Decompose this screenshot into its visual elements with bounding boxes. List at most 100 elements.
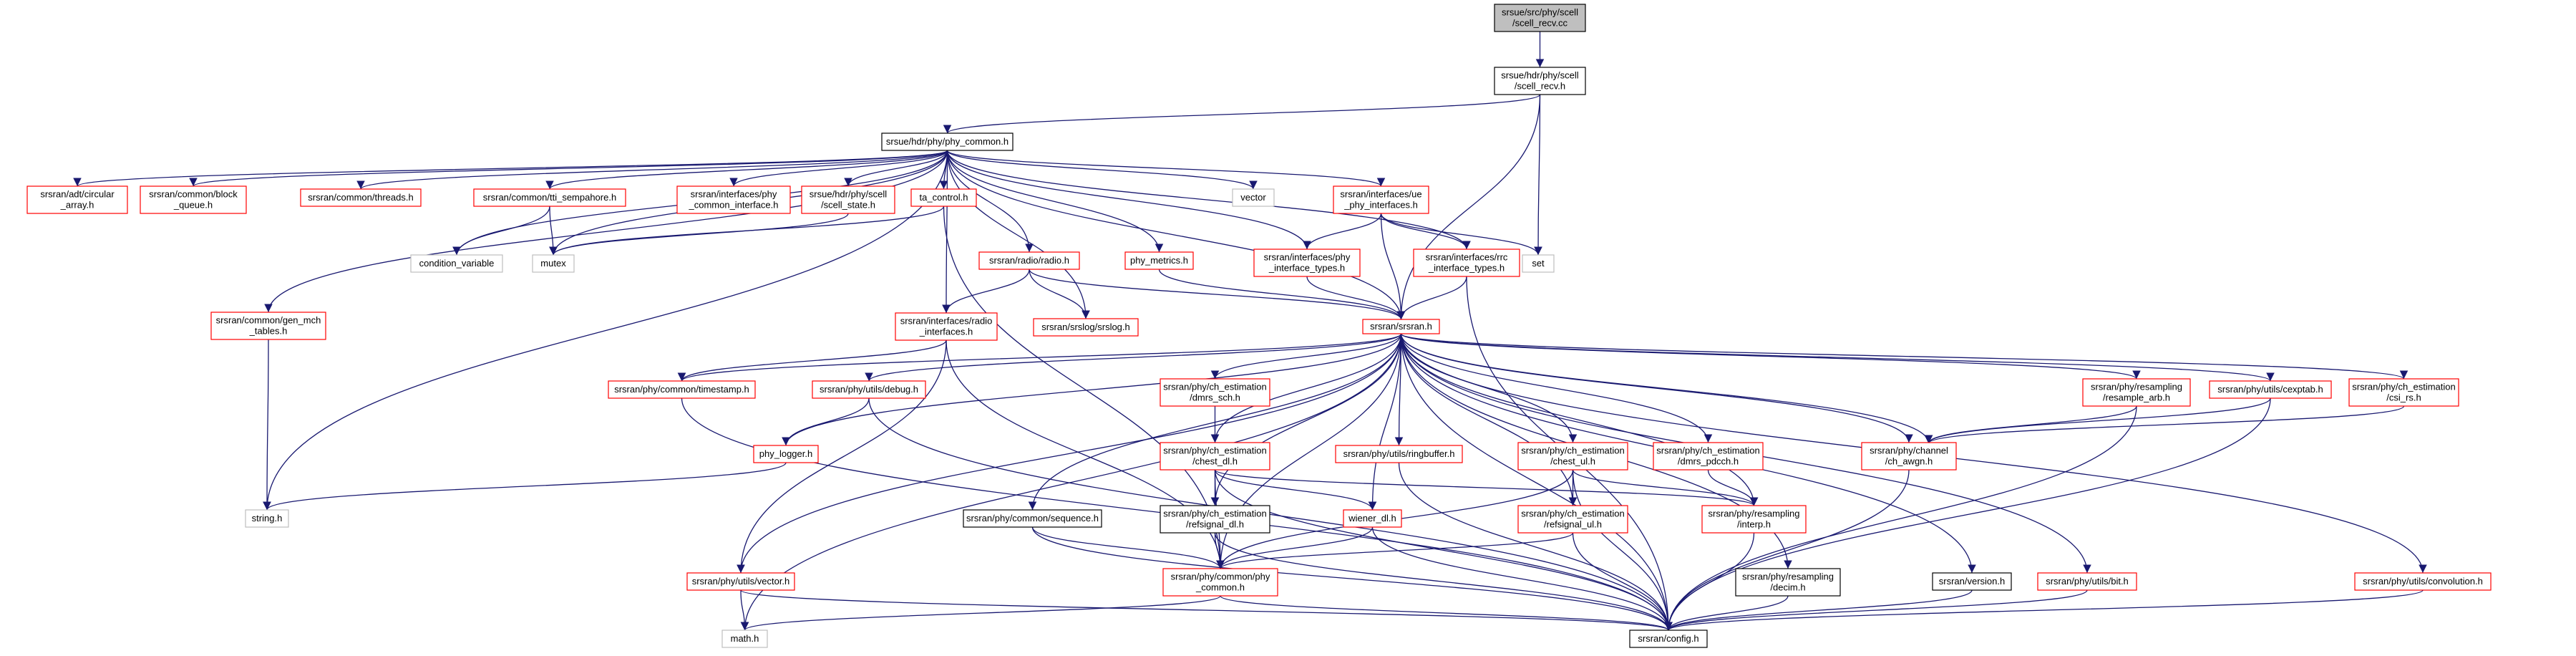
node-dmrs_pdcch[interactable]: srsran/phy/ch_estimation/dmrs_pdcch.h xyxy=(1653,442,1764,471)
node-rrc_interface_types[interactable]: srsran/interfaces/rrc_interface_types.h xyxy=(1413,249,1520,277)
node-label-config_h-line-0: srsran/config.h xyxy=(1638,633,1698,644)
node-label-decim_h-line-1: /decim.h xyxy=(1770,582,1805,593)
node-box-rrc_interface_types xyxy=(1413,249,1520,277)
node-scell_state[interactable]: srsue/hdr/phy/scell/scell_state.h xyxy=(801,185,895,214)
edge-radio_h-to-radio_interfaces xyxy=(942,269,1030,314)
node-label-circular_array-line-1: _array.h xyxy=(60,200,94,211)
node-cexptab[interactable]: srsran/phy/utils/cexptab.h xyxy=(2209,380,2332,399)
node-debug_h[interactable]: srsran/phy/utils/debug.h xyxy=(812,380,926,399)
node-box-chest_dl xyxy=(1160,442,1270,471)
node-phy_logger[interactable]: phy_logger.h xyxy=(753,445,819,463)
edge-srsran_h-to-debug_h xyxy=(865,333,1402,382)
node-label-phy_interface_types-line-0: srsran/interfaces/phy xyxy=(1264,252,1351,263)
node-chest_dl[interactable]: srsran/phy/ch_estimation/chest_dl.h xyxy=(1160,442,1270,471)
node-tti_sempahore[interactable]: srsran/common/tti_sempahore.h xyxy=(473,188,626,207)
node-label-vector_h-line-0: srsran/phy/utils/vector.h xyxy=(692,576,790,587)
node-ta_control[interactable]: ta_control.h xyxy=(910,188,977,207)
node-box-radio_h xyxy=(978,251,1080,270)
node-scell_recv_h[interactable]: srsue/hdr/phy/scell/scell_recv.h xyxy=(1494,67,1586,95)
edge-phy_metrics-to-srsran_h xyxy=(1158,269,1406,320)
node-phy_common_phy[interactable]: srsran/phy/common/phy_common.h xyxy=(1162,568,1278,597)
edge-srsran_h-to-interp_h xyxy=(1400,333,1759,506)
node-srslog[interactable]: srsran/srslog/srslog.h xyxy=(1033,318,1139,337)
node-bit_h[interactable]: srsran/phy/utils/bit.h xyxy=(2037,572,2137,591)
node-chest_ul[interactable]: srsran/phy/ch_estimation/chest_ul.h xyxy=(1517,442,1628,471)
node-label-refsignal_dl-line-0: srsran/phy/ch_estimation xyxy=(1163,508,1267,519)
node-box-bit_h xyxy=(2037,572,2137,591)
node-sequence_h[interactable]: srsran/phy/common/sequence.h xyxy=(963,509,1102,528)
node-radio_interfaces[interactable]: srsran/interfaces/radio_interfaces.h xyxy=(895,312,998,341)
node-box-ue_phy_interfaces xyxy=(1333,185,1429,214)
node-box-phy_logger xyxy=(753,445,819,463)
node-label-chest_ul-line-1: /chest_ul.h xyxy=(1550,456,1595,467)
edge-phy_common_h-to-radio_interfaces xyxy=(942,150,951,314)
node-phy_common_h[interactable]: srsue/hdr/phy/phy_common.h xyxy=(881,132,1014,151)
edge-refsignal_ul-to-phy_common_phy xyxy=(1216,532,1574,569)
edge-phy_common_h-to-srsran_h xyxy=(946,150,1406,320)
node-phy_interface_types[interactable]: srsran/interfaces/phy_interface_types.h xyxy=(1253,249,1361,277)
node-box-math_h xyxy=(721,630,768,648)
node-label-condition_variable-line-0: condition_variable xyxy=(419,258,495,269)
node-circular_array[interactable]: srsran/adt/circular_array.h xyxy=(26,185,128,214)
edge-srsran_h-to-cexptab xyxy=(1400,333,2275,382)
node-version_h[interactable]: srsran/version.h xyxy=(1932,572,2012,591)
node-box-scell_state xyxy=(801,185,895,214)
node-phy_metrics[interactable]: phy_metrics.h xyxy=(1124,251,1194,270)
edge-srsran_h-to-resample_arb xyxy=(1400,333,2141,380)
node-label-debug_h-line-0: srsran/phy/utils/debug.h xyxy=(820,384,918,395)
edge-srsran_h-to-vector_h xyxy=(737,333,1402,574)
node-dmrs_sch[interactable]: srsran/phy/ch_estimation/dmrs_sch.h xyxy=(1160,378,1270,407)
node-label-block_queue-line-1: _queue.h xyxy=(173,200,213,211)
node-layer: srsue/src/phy/scell/scell_recv.cc srsue/h… xyxy=(26,4,2492,648)
node-ue_phy_interfaces[interactable]: srsran/interfaces/ue_phy_interfaces.h xyxy=(1333,185,1429,214)
node-convolution[interactable]: srsran/phy/utils/convolution.h xyxy=(2354,572,2492,591)
edge-debug_h-to-phy_logger xyxy=(782,397,870,446)
node-label-timestamp-line-0: srsran/phy/common/timestamp.h xyxy=(614,384,749,395)
node-interp_h[interactable]: srsran/phy/resampling/interp.h xyxy=(1701,505,1807,534)
edge-phy_common_h-to-radio_h xyxy=(946,150,1034,253)
node-refsignal_ul[interactable]: srsran/phy/ch_estimation/refsignal_ul.h xyxy=(1517,505,1628,534)
node-box-root xyxy=(1494,4,1586,32)
node-string_h: string.h xyxy=(245,509,289,528)
edge-phy_common_h-to-scell_state xyxy=(844,150,948,187)
node-vector_h[interactable]: srsran/phy/utils/vector.h xyxy=(686,572,795,591)
node-root[interactable]: srsue/src/phy/scell/scell_recv.cc xyxy=(1494,4,1586,32)
node-refsignal_dl[interactable]: srsran/phy/ch_estimation/refsignal_dl.h xyxy=(1160,505,1270,534)
node-ringbuffer[interactable]: srsran/phy/utils/ringbuffer.h xyxy=(1335,445,1463,463)
node-label-refsignal_dl-line-1: /refsignal_dl.h xyxy=(1186,519,1244,530)
node-phy_common_interface[interactable]: srsran/interfaces/phy_common_interface.h xyxy=(676,185,791,214)
edge-ch_awgn-to-config_h xyxy=(1664,469,1910,631)
node-radio_h[interactable]: srsran/radio/radio.h xyxy=(978,251,1080,270)
node-gen_mch_tables[interactable]: srsran/common/gen_mch_tables.h xyxy=(210,312,326,340)
node-ch_awgn[interactable]: srsran/phy/channel/ch_awgn.h xyxy=(1861,442,1957,471)
edge-phy_common_h-to-circular_array xyxy=(73,150,948,187)
edge-srsran_h-to-dmrs_sch xyxy=(1210,333,1402,380)
edge-gen_mch_tables-to-string_h xyxy=(263,339,271,511)
edge-phy_common_h-to-gen_mch_tables xyxy=(264,150,948,313)
node-wiener_dl[interactable]: wiener_dl.h xyxy=(1343,509,1402,528)
edge-phy_common_phy-to-math_h xyxy=(740,595,1221,631)
node-box-phy_common_interface xyxy=(676,185,791,214)
node-label-csi_rs-line-1: /csi_rs.h xyxy=(2386,392,2421,403)
node-label-rrc_interface_types-line-1: _interface_types.h xyxy=(1428,263,1505,274)
edge-radio_interfaces-to-timestamp xyxy=(677,339,947,382)
node-box-chest_ul xyxy=(1517,442,1628,471)
node-resample_arb[interactable]: srsran/phy/resampling/resample_arb.h xyxy=(2082,378,2191,407)
edge-chest_dl-to-wiener_dl xyxy=(1214,469,1377,511)
edge-layer xyxy=(73,32,2427,631)
node-label-phy_common_phy-line-1: _common.h xyxy=(1195,582,1245,593)
node-threads[interactable]: srsran/common/threads.h xyxy=(300,188,422,207)
node-config_h[interactable]: srsran/config.h xyxy=(1629,630,1708,648)
node-label-srsran_h-line-0: srsran/srsran.h xyxy=(1370,321,1432,332)
node-timestamp[interactable]: srsran/phy/common/timestamp.h xyxy=(608,380,756,399)
node-box-ringbuffer xyxy=(1335,445,1463,463)
node-label-interp_h-line-1: /interp.h xyxy=(1737,519,1771,530)
node-decim_h[interactable]: srsran/phy/resampling/decim.h xyxy=(1735,568,1841,597)
edge-chest_ul-to-interp_h xyxy=(1572,469,1759,506)
edge-srsran_h-to-dmrs_pdcch xyxy=(1400,333,1713,443)
node-block_queue[interactable]: srsran/common/block_queue.h xyxy=(140,185,247,214)
edge-resample_arb-to-complex_h xyxy=(1924,405,2137,444)
node-csi_rs[interactable]: srsran/phy/ch_estimation/csi_rs.h xyxy=(2348,378,2459,407)
node-srsran_h[interactable]: srsran/srsran.h xyxy=(1362,319,1440,334)
